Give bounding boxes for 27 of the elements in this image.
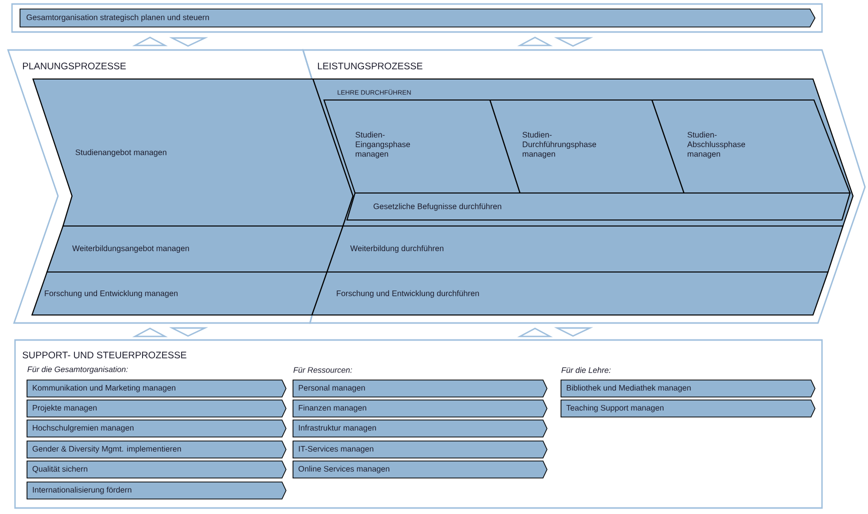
process-box: IT-Services managen bbox=[292, 440, 548, 458]
process-box: Hochschulgremien managen bbox=[26, 420, 286, 438]
process-box: Kommunikation und Marketing managen bbox=[26, 380, 286, 398]
process-box: Bibliothek und Mediathek managen bbox=[560, 380, 816, 398]
process-band: Weiterbildung durchführen bbox=[326, 225, 844, 273]
process-box: Teaching Support managen bbox=[560, 400, 816, 418]
phase-box: Studien- Durchführungsphase managen bbox=[489, 99, 685, 194]
exchange-arrows bbox=[132, 36, 208, 47]
phase-box: Studien- Abschlussphase managen bbox=[651, 99, 851, 194]
phase-box: Studien- Eingangsphase managen bbox=[323, 99, 521, 194]
process-box: Internationalisierung fördern bbox=[26, 482, 286, 500]
exchange-arrows bbox=[132, 327, 208, 338]
panel-frame bbox=[11, 3, 823, 33]
exchange-arrows bbox=[517, 36, 594, 47]
process-box: Projekte managen bbox=[26, 400, 286, 418]
process-band: Forschung und Entwicklung managen bbox=[31, 271, 328, 316]
process-band: Gesetzliche Befugnisse durchführen bbox=[346, 192, 851, 221]
process-box: Infrastruktur managen bbox=[292, 420, 548, 438]
exchange-arrows bbox=[517, 327, 594, 338]
process-box: Gender & Diversity Mgmt. implementieren bbox=[26, 440, 286, 458]
process-band: Forschung und Entwicklung durchführen bbox=[311, 271, 829, 316]
process-box: Online Services managen bbox=[292, 460, 548, 478]
process-box: Gesamtorganisation strategisch planen und steuern bbox=[20, 8, 816, 28]
process-box: Personal managen bbox=[292, 380, 548, 398]
process-box: Finanzen managen bbox=[292, 400, 548, 418]
process-box: Qualität sichern bbox=[26, 460, 286, 478]
process-band: Weiterbildungsangebot managen bbox=[46, 225, 344, 273]
